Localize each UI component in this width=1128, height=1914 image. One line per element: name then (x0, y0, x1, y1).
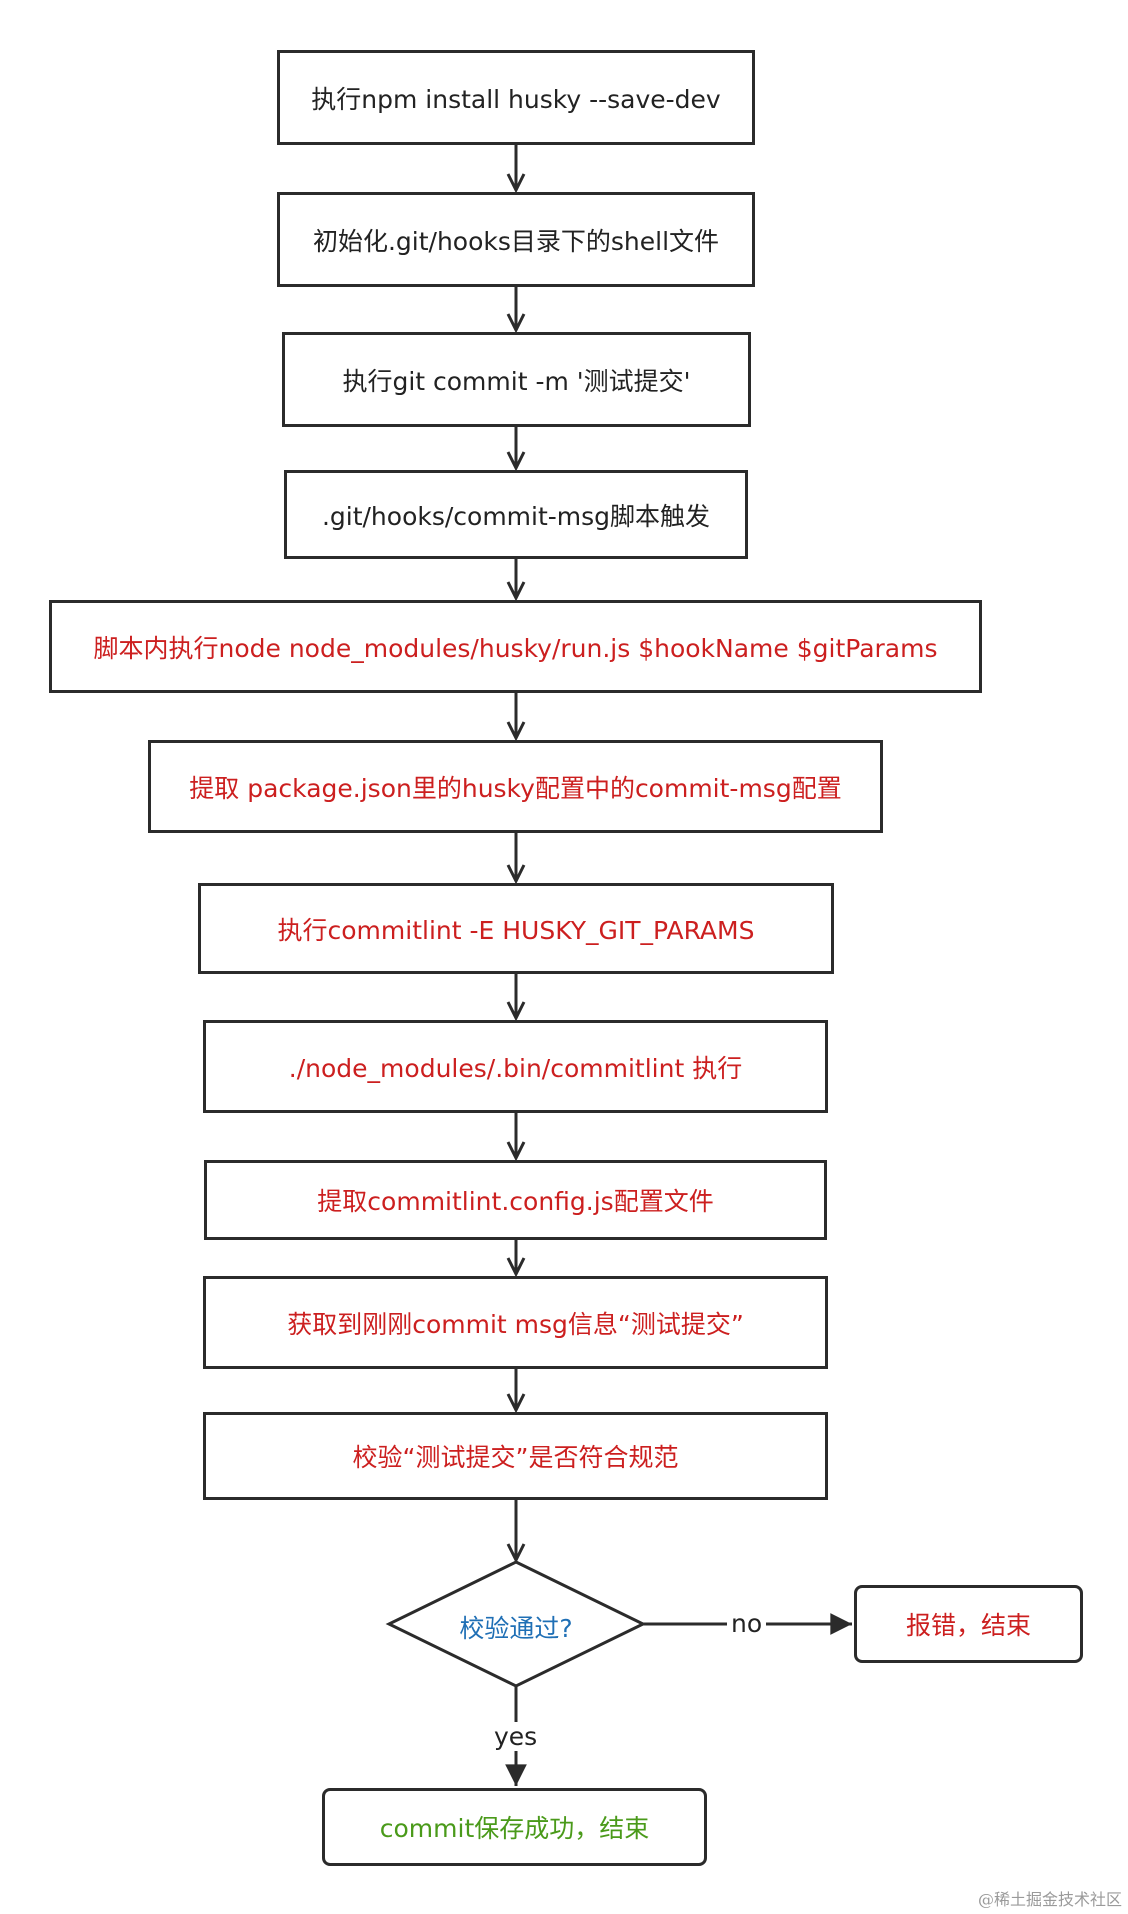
result-error-end: 报错，结束 (854, 1585, 1083, 1663)
step-get-commit-msg: 获取到刚刚commit msg信息“测试提交” (203, 1276, 828, 1369)
step-commit-msg-trigger: .git/hooks/commit-msg脚本触发 (284, 470, 748, 559)
branch-yes-label: yes (490, 1722, 542, 1751)
step-git-commit: 执行git commit -m '测试提交' (282, 332, 751, 427)
result-commit-success: commit保存成功，结束 (322, 1788, 707, 1866)
step-validate-msg: 校验“测试提交”是否符合规范 (203, 1412, 828, 1500)
step-commitlint-bin: ./node_modules/.bin/commitlint 执行 (203, 1020, 828, 1113)
branch-no-label: no (727, 1609, 767, 1638)
step-run-commitlint: 执行commitlint -E HUSKY_GIT_PARAMS (198, 883, 834, 974)
watermark: @稀土掘金技术社区 (977, 1890, 1122, 1909)
decision-label: 校验通过? (459, 1614, 573, 1643)
step-init-hooks: 初始化.git/hooks目录下的shell文件 (277, 192, 755, 287)
step-run-husky: 脚本内执行node node_modules/husky/run.js $hoo… (49, 600, 982, 693)
step-install-husky: 执行npm install husky --save-dev (277, 50, 755, 145)
step-extract-husky-config: 提取 package.json里的husky配置中的commit-msg配置 (148, 740, 883, 833)
step-extract-commitlint-config: 提取commitlint.config.js配置文件 (204, 1160, 827, 1240)
